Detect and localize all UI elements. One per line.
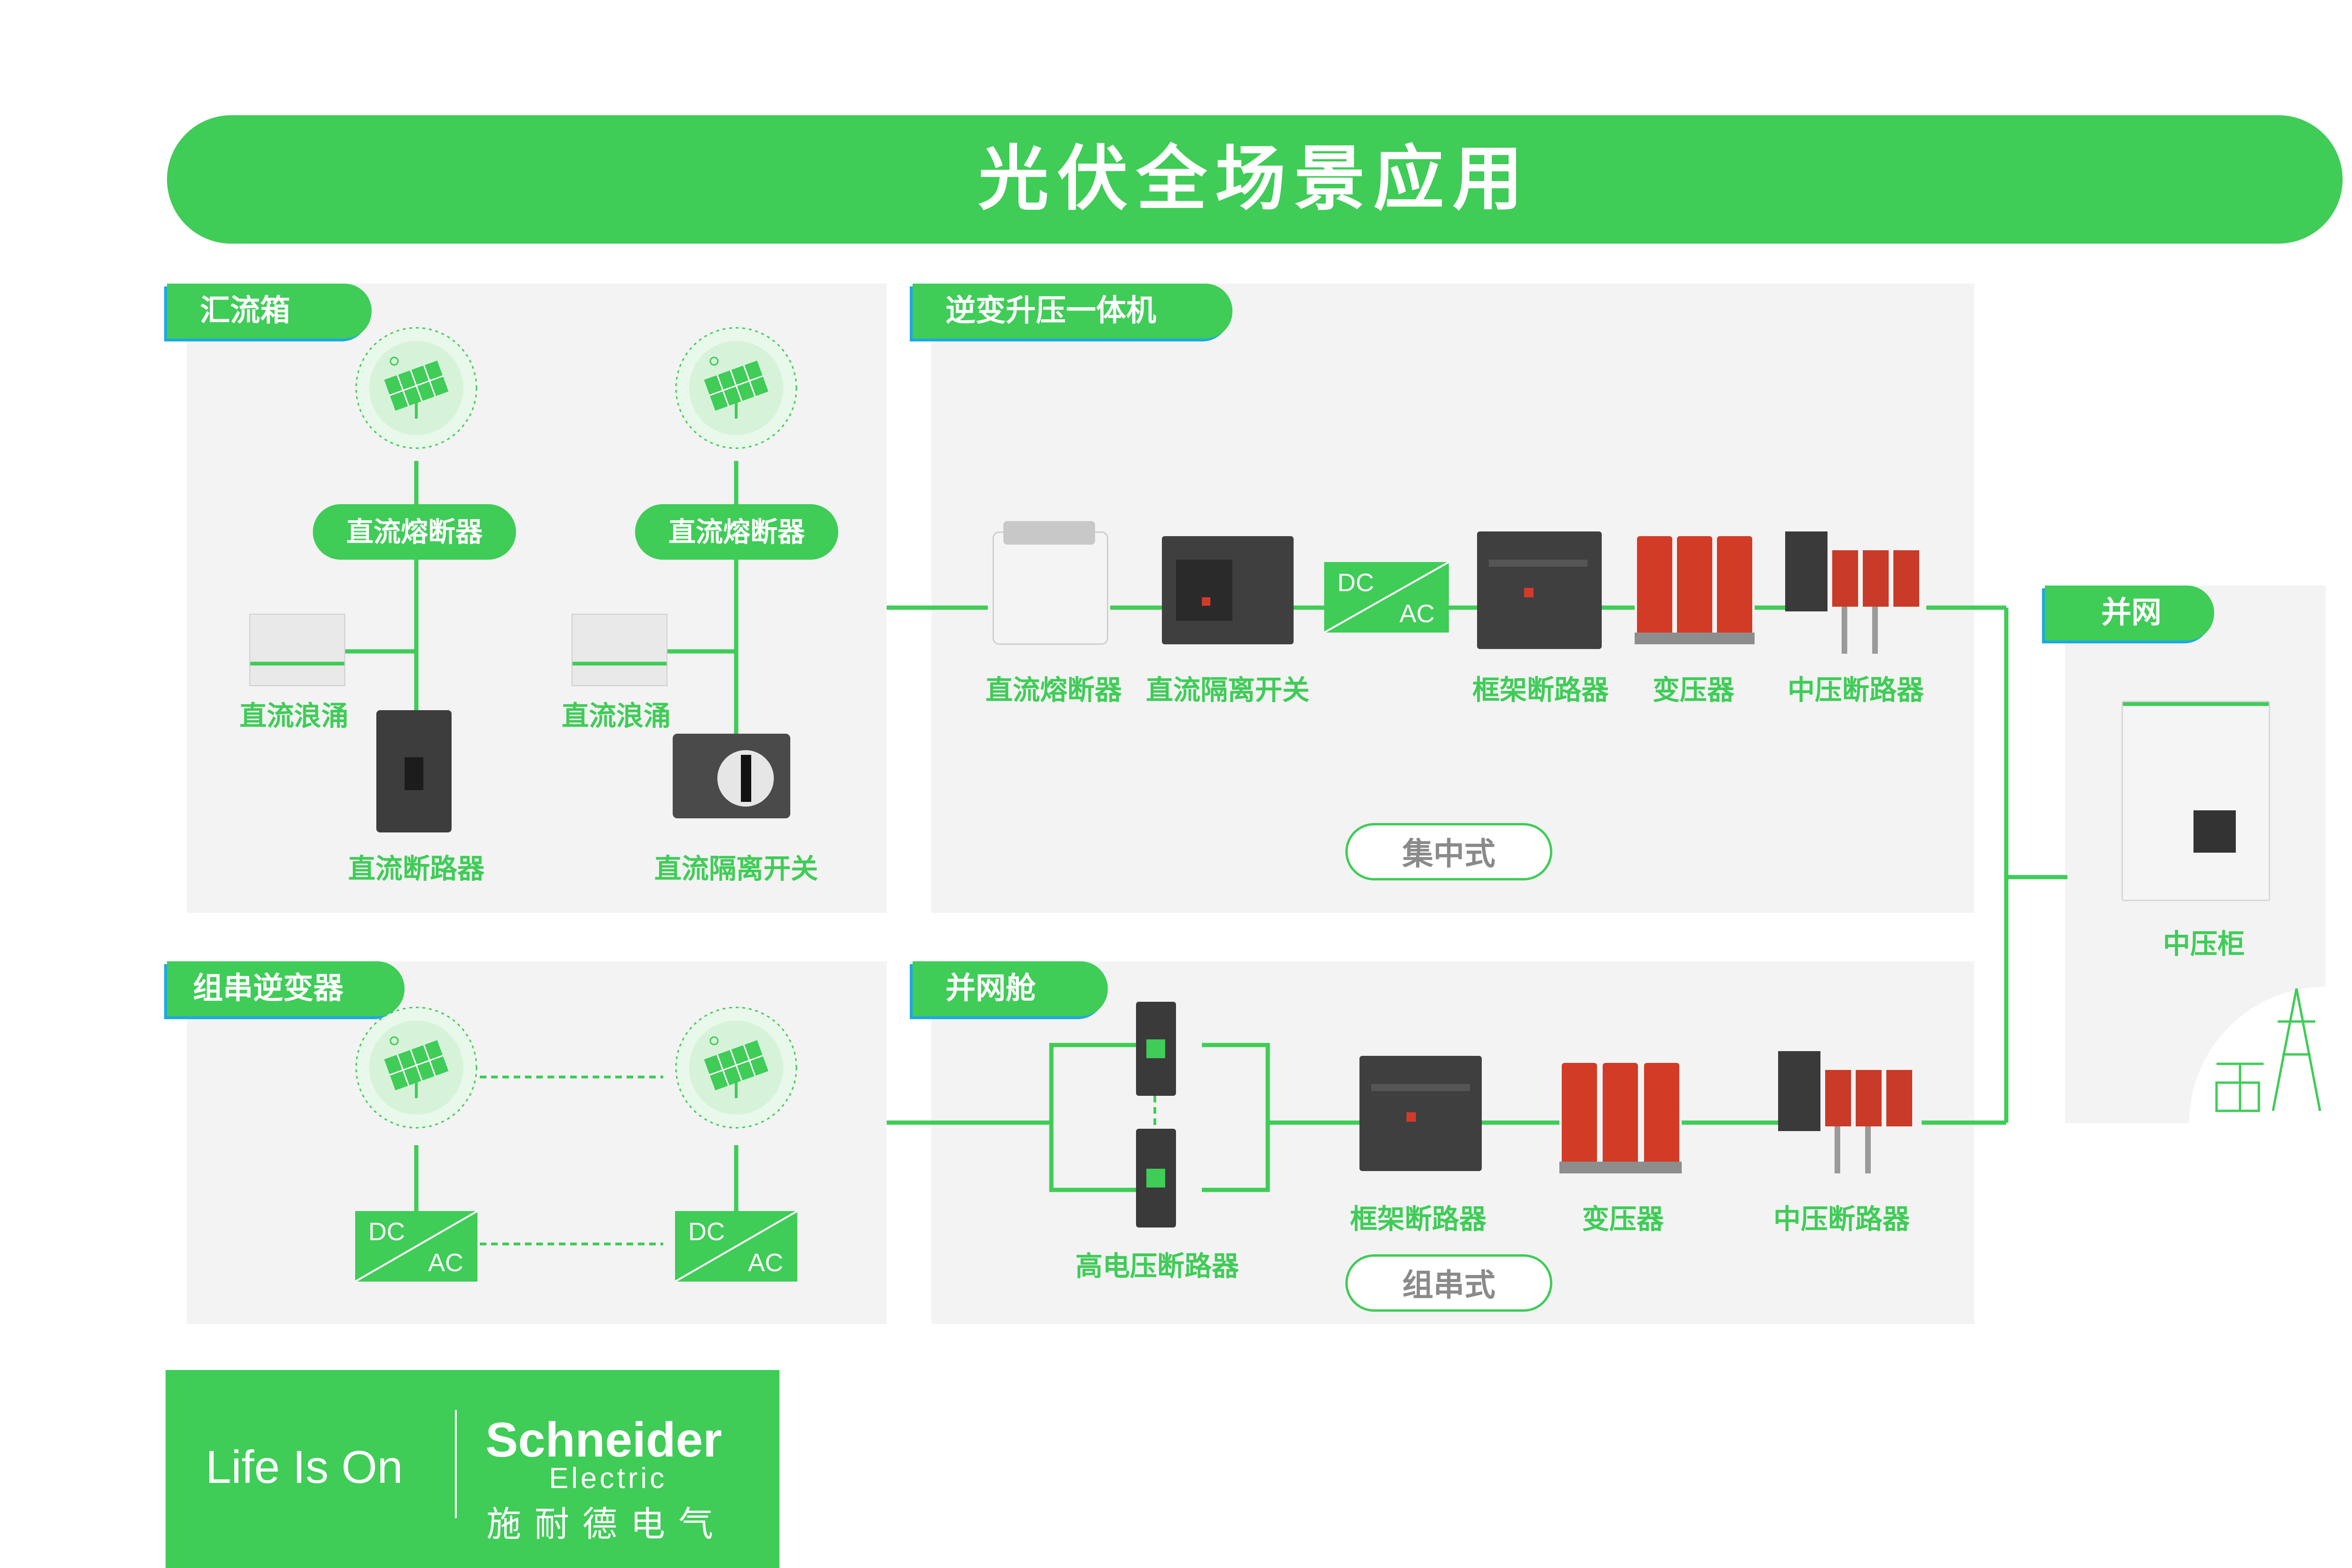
fuse-pill-left: 直流熔断器 <box>313 504 516 560</box>
solar-panel-icon <box>675 327 797 449</box>
converter-dc-text: DC <box>688 1218 725 1246</box>
dc-breaker-label: 直流断路器 <box>348 853 485 885</box>
surge-label-left: 直流浪涌 <box>239 700 349 732</box>
page-title: 光伏全场景应用 <box>167 115 2343 244</box>
dc-isolator-label: 直流隔离开关 <box>654 853 818 885</box>
converter-ac-text: AC <box>428 1249 463 1277</box>
dc-fuse-device-icon <box>993 521 1108 645</box>
dc-isolator-icon <box>673 734 790 818</box>
converter-dc-text: DC <box>368 1218 405 1246</box>
string-item-label: 变压器 <box>1581 1203 1664 1235</box>
central-item-label: 直流隔离开关 <box>1145 674 1310 706</box>
footer-divider <box>455 1410 457 1518</box>
hv-breaker-icon <box>1136 1002 1176 1096</box>
dc-ac-converter-icon: DC AC <box>675 1211 797 1282</box>
central-item-label: 中压断路器 <box>1787 674 1924 706</box>
string-item-label: 中压断路器 <box>1773 1203 1910 1235</box>
frame-breaker-icon <box>1477 531 1602 649</box>
brand-cn-text: 施耐德电气 <box>486 1504 726 1544</box>
mv-breaker-icon <box>1785 531 1926 658</box>
dc-ac-converter-icon: DC AC <box>1324 562 1449 633</box>
life-is-on-slogan: Life Is On <box>206 1441 403 1493</box>
surge-label-right: 直流浪涌 <box>561 700 671 732</box>
electric-logo-text: Electric <box>549 1462 667 1495</box>
solar-panel-icon <box>355 327 477 449</box>
mode-badge-string: 组串式 <box>1345 1254 1552 1312</box>
footer-brand-block: Life Is On Schneider Electric 施耐德电气 <box>166 1370 779 1568</box>
string-item-label: 框架断路器 <box>1350 1203 1486 1235</box>
mv-cabinet-icon <box>2122 701 2270 901</box>
fuse-pill-right: 直流熔断器 <box>635 504 838 560</box>
mv-breaker-icon <box>1778 1051 1922 1180</box>
transformer-icon <box>1635 527 1755 649</box>
solar-panel-icon <box>675 1006 797 1129</box>
central-item-label: 框架断路器 <box>1472 674 1609 706</box>
section-tab-grid-cabin: 并网舱 <box>913 961 1108 1016</box>
section-tab-string-inverter: 组串逆变器 <box>167 961 405 1016</box>
dc-isolator-device-icon <box>1162 536 1294 644</box>
section-tab-grid: 并网 <box>2045 586 2214 641</box>
section-tab-combiner: 汇流箱 <box>167 284 372 339</box>
hv-breaker-icon <box>1136 1129 1176 1227</box>
central-item-label: 变压器 <box>1652 674 1734 706</box>
dc-ac-converter-icon: DC AC <box>355 1211 477 1282</box>
central-item-label: 直流熔断器 <box>985 674 1122 706</box>
converter-dc-text: DC <box>1337 569 1374 597</box>
converter-ac-text: AC <box>1399 600 1435 628</box>
transformer-icon <box>1559 1053 1682 1178</box>
dc-breaker-icon <box>376 710 452 832</box>
power-tower-icon <box>2189 987 2326 1123</box>
converter-ac-text: AC <box>748 1249 783 1277</box>
solar-panel-icon <box>355 1006 477 1129</box>
mode-badge-central: 集中式 <box>1345 823 1552 880</box>
schneider-logo-text: Schneider <box>485 1413 722 1467</box>
surge-protector-icon <box>572 614 667 686</box>
surge-protector-icon <box>249 614 345 686</box>
string-item-label: 高电压断路器 <box>1075 1250 1239 1282</box>
grid-cabinet-label: 中压柜 <box>2162 928 2245 960</box>
section-tab-inverter-boost: 逆变升压一体机 <box>913 284 1232 339</box>
frame-breaker-icon <box>1359 1056 1482 1171</box>
